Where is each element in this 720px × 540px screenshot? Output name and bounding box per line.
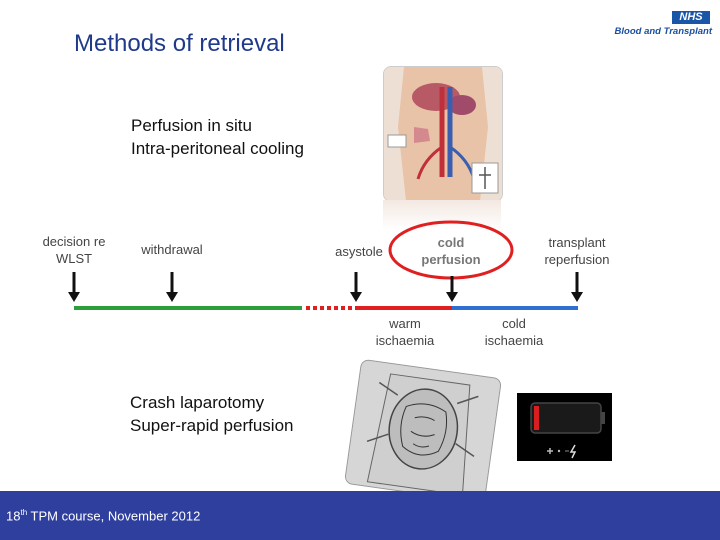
top-method-line1: Perfusion in situ xyxy=(131,116,252,135)
battery-drawing xyxy=(530,402,605,459)
bottom-method-text: Crash laparotomy Super-rapid perfusion xyxy=(130,391,293,437)
bottom-method-line1: Crash laparotomy xyxy=(130,393,265,412)
footer-course-info: 18th TPM course, November 2012 xyxy=(6,508,200,523)
event-decision-line1: decision re xyxy=(42,234,106,249)
footer-text: TPM course, November 2012 xyxy=(27,508,201,524)
logo-org-name: Blood and Transplant xyxy=(614,26,712,37)
event-label-withdrawal: withdrawal xyxy=(122,241,222,258)
event-withdrawal-line1: withdrawal xyxy=(141,242,203,257)
footer-number: 18 xyxy=(6,508,21,524)
event-cold-perfusion-line2: perfusion xyxy=(421,252,481,267)
event-label-transplant: transplant reperfusion xyxy=(528,234,626,268)
phase-label-cold-ischaemia: cold ischaemia xyxy=(469,315,559,349)
event-asystole-line1: asystole xyxy=(335,244,383,259)
arrow-transplant xyxy=(571,272,583,302)
laparotomy-sketch xyxy=(343,358,503,504)
event-label-decision: decision re WLST xyxy=(24,233,124,267)
top-method-text: Perfusion in situ Intra-peritoneal cooli… xyxy=(131,114,304,160)
arrow-withdrawal xyxy=(166,272,178,302)
footer-ordinal: th xyxy=(20,508,28,517)
phase-cold-line1: cold xyxy=(502,316,526,331)
phase-warm-line2: ischaemia xyxy=(375,333,435,348)
phase-label-warm-ischaemia: warm ischaemia xyxy=(360,315,450,349)
event-transplant-line1: transplant xyxy=(548,235,606,250)
anatomy-drawing xyxy=(384,67,502,201)
bottom-method-line2: Super-rapid perfusion xyxy=(130,416,294,435)
abdominal-perfusion-illustration xyxy=(383,66,503,202)
retrieval-timeline xyxy=(68,220,583,310)
event-label-cold-perfusion: cold perfusion xyxy=(406,234,496,268)
event-transplant-line2: reperfusion xyxy=(544,252,610,267)
nhs-logo-text: NHS xyxy=(672,11,710,24)
laparotomy-drawing xyxy=(345,359,501,503)
arrow-asystole xyxy=(350,272,362,302)
arrow-cold-perfusion xyxy=(446,276,458,302)
phase-cold-line2: ischaemia xyxy=(484,333,544,348)
phase-warm-line1: warm xyxy=(389,316,421,331)
arrow-decision xyxy=(68,272,80,302)
footer-bar: 18th TPM course, November 2012 xyxy=(0,491,720,540)
low-battery-icon xyxy=(517,393,612,461)
top-method-line2: Intra-peritoneal cooling xyxy=(131,139,304,158)
slide-title: Methods of retrieval xyxy=(74,30,285,57)
event-decision-line2: WLST xyxy=(55,251,93,266)
nhsbt-logo: NHS Blood and Transplant xyxy=(594,8,716,42)
event-label-asystole: asystole xyxy=(324,243,394,260)
event-cold-perfusion-line1: cold xyxy=(437,235,465,250)
